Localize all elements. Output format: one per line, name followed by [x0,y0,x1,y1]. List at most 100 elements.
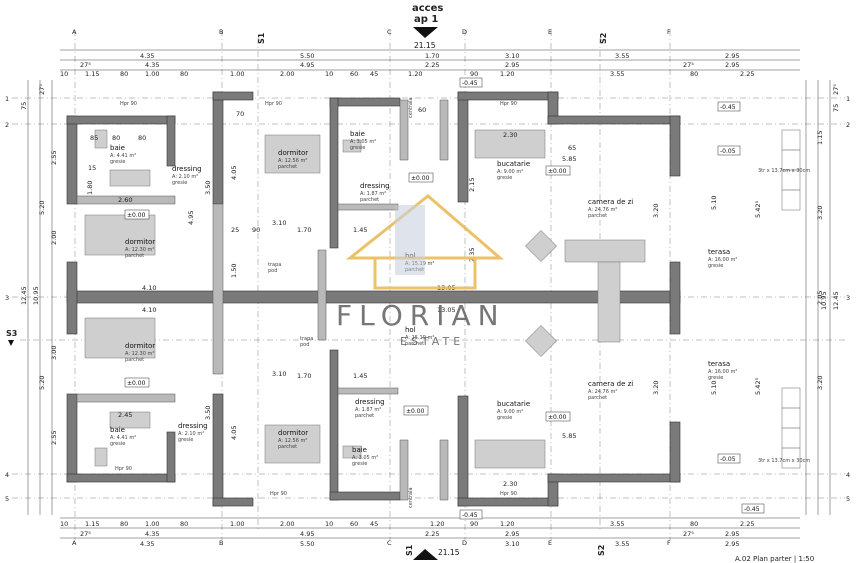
svg-text:2.25: 2.25 [425,530,439,538]
svg-text:A: 9.00 m²: A: 9.00 m² [497,169,523,175]
svg-text:1.00: 1.00 [230,520,244,528]
svg-text:-0.05: -0.05 [720,148,736,155]
svg-text:-0.45: -0.45 [720,104,736,111]
svg-text:10.95: 10.95 [820,291,828,310]
svg-text:trapa: trapa [268,262,281,268]
svg-text:4.95: 4.95 [187,211,195,225]
svg-text:5: 5 [846,495,850,503]
drawing-title: A.02 Plan parter | 1:50 [735,555,814,563]
svg-text:A: 2.10 m²: A: 2.10 m² [172,174,198,180]
svg-text:70: 70 [236,110,244,118]
svg-text:80: 80 [180,520,188,528]
access-arrow-icon [413,27,438,38]
svg-text:80: 80 [690,520,698,528]
svg-text:1.70: 1.70 [297,226,311,234]
svg-text:A: 15.19 m²: A: 15.19 m² [405,335,434,341]
svg-text:±0.00: ±0.00 [406,408,425,415]
svg-text:3.20: 3.20 [816,206,824,220]
svg-text:gresie: gresie [497,415,512,421]
svg-text:Hpr 90: Hpr 90 [120,101,137,107]
section-s2-bottom: S2 [597,545,606,556]
svg-text:1.20: 1.20 [500,520,514,528]
svg-text:3: 3 [5,294,9,302]
svg-text:A: 2.10 m²: A: 2.10 m² [178,431,204,437]
svg-text:gresie: gresie [708,263,723,269]
svg-text:gresie: gresie [110,159,125,165]
svg-text:B: B [219,539,223,547]
svg-text:1.15: 1.15 [85,520,99,528]
axis-letters-top: A B C D E F [72,28,671,36]
svg-text:terasa: terasa [708,248,730,256]
svg-text:4: 4 [5,471,9,479]
svg-text:terasa: terasa [708,360,730,368]
svg-text:parchet: parchet [588,213,607,219]
svg-text:A: 4.41 m²: A: 4.41 m² [110,153,136,159]
watermark-logo: FLORIAN ESTATE [336,194,505,348]
svg-text:3: 3 [846,294,850,302]
svg-text:3.55: 3.55 [615,540,629,548]
svg-text:80: 80 [138,134,146,142]
svg-text:15: 15 [88,164,96,172]
svg-text:E: E [548,28,552,36]
dimensions-top: 21.15 4.35 5.50 1.70 3.10 3.55 2.95 27⁵ … [60,41,800,78]
svg-text:3tr x 13.7cm x 30cm: 3tr x 13.7cm x 30cm [758,168,810,174]
svg-text:gresie: gresie [352,461,367,467]
furniture [84,129,646,469]
svg-text:dressing: dressing [360,182,390,190]
svg-text:dressing: dressing [355,398,385,406]
svg-text:-0.05: -0.05 [720,456,736,463]
svg-text:1.70: 1.70 [425,52,439,60]
svg-text:A: 1.87 m²: A: 1.87 m² [360,191,386,197]
svg-text:±0.00: ±0.00 [548,168,567,175]
svg-text:A: 3.05 m²: A: 3.05 m² [350,139,376,145]
svg-text:D: D [462,539,467,547]
svg-text:dressing: dressing [172,165,202,173]
axis-numbers-left: 1 2 3 4 5 [5,95,9,503]
svg-text:80: 80 [690,70,698,78]
svg-text:A: 3.05 m²: A: 3.05 m² [352,455,378,461]
svg-text:85: 85 [90,134,98,142]
svg-text:25: 25 [231,226,239,234]
svg-text:60: 60 [418,106,426,114]
svg-text:1.00: 1.00 [230,70,244,78]
svg-text:2.55: 2.55 [50,431,58,445]
svg-text:-0.45: -0.45 [462,80,478,87]
svg-text:45: 45 [370,70,378,78]
svg-text:27⁵: 27⁵ [80,61,91,69]
svg-text:1.00: 1.00 [145,520,159,528]
svg-text:1.50: 1.50 [230,264,238,278]
svg-text:centrala: centrala [408,487,414,508]
section-s3-label: S3 [6,329,17,338]
svg-text:A: 24.76 m²: A: 24.76 m² [588,207,617,213]
dimensions-bottom: 10 1.15 80 1.00 80 1.00 2.00 10 60 45 1.… [60,517,800,557]
svg-text:2.95: 2.95 [725,52,739,60]
svg-text:4.95: 4.95 [300,530,314,538]
svg-text:Hpr 90: Hpr 90 [265,101,282,107]
svg-text:5.10: 5.10 [710,196,718,210]
section-s1-bottom: S1 [405,544,414,556]
svg-text:12.45: 12.45 [832,291,840,310]
svg-text:Hpr 90: Hpr 90 [500,491,517,497]
svg-text:65: 65 [568,144,576,152]
svg-text:2.25: 2.25 [740,70,754,78]
svg-text:5.85: 5.85 [562,432,576,440]
svg-text:A: 1.87 m²: A: 1.87 m² [355,407,381,413]
svg-text:pod: pod [300,342,309,348]
svg-text:D: D [462,28,467,36]
svg-text:hol: hol [405,326,416,334]
svg-text:80: 80 [180,70,188,78]
svg-text:27⁵: 27⁵ [80,530,91,538]
svg-text:parchet: parchet [588,395,607,401]
svg-text:90: 90 [470,520,478,528]
section-s2-top: S2 [599,33,608,44]
svg-text:bucatarie: bucatarie [497,400,530,408]
svg-text:2.95: 2.95 [725,530,739,538]
svg-text:baie: baie [352,446,367,454]
svg-text:2.45: 2.45 [118,411,132,419]
svg-text:1.45: 1.45 [353,372,367,380]
svg-text:5.42⁵: 5.42⁵ [754,378,762,395]
svg-text:trapa: trapa [300,336,313,342]
misc-labels: trapa pod trapa pod centrala centrala Hp… [115,97,517,508]
svg-text:21.15: 21.15 [414,41,436,50]
